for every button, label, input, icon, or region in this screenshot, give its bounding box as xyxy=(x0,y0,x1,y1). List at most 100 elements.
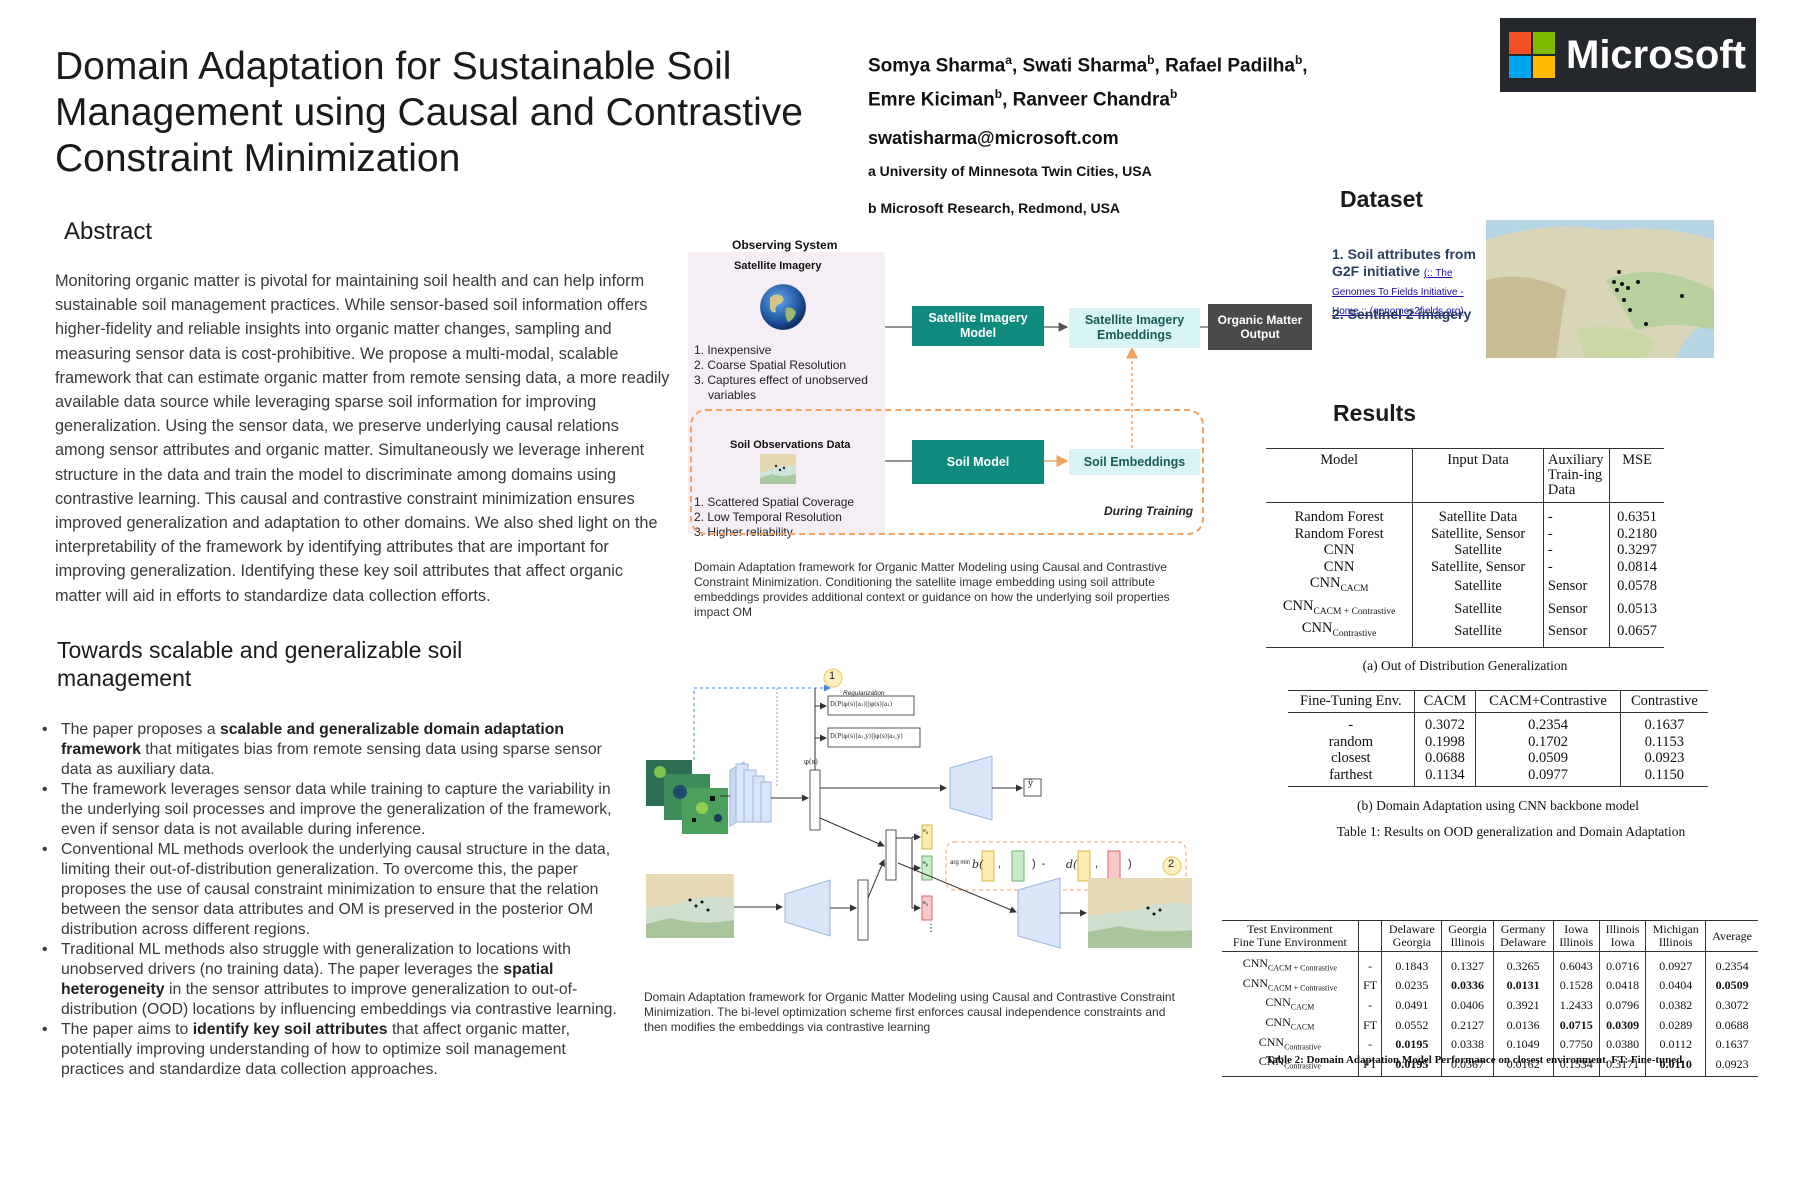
table1-caption: Table 1: Results on OOD generalization a… xyxy=(1336,824,1686,839)
cell-input: Satellite Data xyxy=(1412,502,1544,526)
during-training-region xyxy=(690,409,1204,535)
distance-b-label: b( xyxy=(972,858,984,871)
table-cell: 0.0110 xyxy=(1645,1054,1706,1077)
bullet-emphasis: spatial heterogeneity xyxy=(61,961,554,998)
bilevel-optimization-figure: 1 2 Regularization D(P(φ(s)|a₁)||φ(s)|a₁… xyxy=(640,668,1200,968)
table-cell: 0.0162 xyxy=(1492,1054,1554,1077)
om-prediction-box xyxy=(1023,778,1042,797)
logo-square-yellow xyxy=(1533,56,1555,78)
table-cell: 0.0367 xyxy=(1441,1054,1494,1077)
cell-aux: Sensor xyxy=(1542,575,1610,598)
phi-s-label: φ(s) xyxy=(804,758,818,766)
cell-ft: - xyxy=(1357,1034,1382,1055)
soil-observations-label: Soil Observations Data xyxy=(730,439,851,451)
step-1-badge xyxy=(823,668,843,688)
g2f-link[interactable]: (:: The Genomes To Fields Initiative - H… xyxy=(1332,268,1464,317)
satellite-encoder-blocks xyxy=(729,761,772,827)
table-cell: 0.0688 xyxy=(1705,1015,1758,1035)
contact-email[interactable]: swatisharma@microsoft.com xyxy=(868,128,1119,148)
observing-system-title: Observing System xyxy=(732,238,838,252)
microsoft-logo-grid-icon xyxy=(1509,32,1555,78)
embedding-negative-icon xyxy=(921,895,933,921)
table2-col-finetune: Delaware xyxy=(1500,935,1547,949)
table-cell: 0.0406 xyxy=(1441,995,1494,1016)
satellite-imagery-embeddings-box: Satellite Imagery Embeddings xyxy=(1069,308,1200,348)
table2-header-test: Test Environment xyxy=(1247,922,1333,936)
cell-mse: 0.0814 xyxy=(1609,558,1664,576)
table1b-header-env: Fine-Tuning Env. xyxy=(1300,693,1402,709)
table-cell: 0.0380 xyxy=(1598,1034,1646,1055)
cell-input: Satellite, Sensor xyxy=(1412,525,1544,543)
minus-sign: ) - xyxy=(1032,858,1052,870)
abstract-text: Monitoring organic matter is pivotal for… xyxy=(55,272,670,605)
satellite-image-stack xyxy=(646,760,728,834)
table-cell: 0.1150 xyxy=(1619,766,1708,787)
table-cell: 0.0509 xyxy=(1705,975,1758,996)
author-name: Swati Sharma xyxy=(1022,55,1148,77)
author-affiliation-mark: a xyxy=(1005,53,1012,67)
cell-model: Random Forest xyxy=(1294,525,1384,542)
logo-square-blue xyxy=(1509,56,1531,78)
ellipsis: ⋮ xyxy=(926,923,936,934)
table2-col-test: Illinois xyxy=(1605,922,1640,936)
table-cell: 0.0195 xyxy=(1381,1054,1442,1077)
step-2-number: 2 xyxy=(1168,858,1175,870)
table1a-caption: (a) Out of Distribution Generalization xyxy=(1362,658,1568,673)
soil-embedding-column xyxy=(857,879,869,941)
regularization-label: Regularization xyxy=(843,690,885,697)
table1b-header-cacm: CACM xyxy=(1413,690,1476,713)
table-cell: 0.0289 xyxy=(1645,1015,1706,1035)
table2-col-test: Michigan xyxy=(1652,922,1699,936)
table-cell: 0.0309 xyxy=(1598,1015,1646,1035)
abstract-heading: Abstract xyxy=(64,218,153,245)
bilevel-optimization-diagram xyxy=(646,668,1192,949)
table-cell: 0.2354 xyxy=(1705,951,1758,976)
close-paren: ) xyxy=(1128,858,1132,870)
table-cell: 0.1327 xyxy=(1441,951,1494,976)
bullet-emphasis: scalable and generalizable domain adapta… xyxy=(61,721,565,758)
table1a-ood-generalization: Model Input Data Auxiliary Train-ing Dat… xyxy=(1266,448,1664,648)
soil-encoder-trapezoid xyxy=(784,879,831,937)
table-cell: 0.1637 xyxy=(1705,1034,1758,1055)
table-cell: 0.1637 xyxy=(1619,712,1708,734)
table1a-header-mse: MSE xyxy=(1609,448,1664,503)
dataset-item-1: 1. Soil attributes from G2F initiative (… xyxy=(1332,246,1482,320)
cell-aux: Sensor xyxy=(1542,620,1610,648)
table-cell: farthest xyxy=(1329,766,1373,783)
figure2-caption: Domain Adaptation framework for Organic … xyxy=(644,990,1175,1034)
causal-constraint-eq-2: D(P(φ(s)|a₁,y)||φ(s)|a₁,y) xyxy=(830,733,903,740)
cell-aux: - xyxy=(1542,525,1610,543)
table-cell: 0.0131 xyxy=(1492,975,1554,996)
author-name: Emre Kiciman xyxy=(868,89,995,111)
table2-col-finetune: Illinois xyxy=(1658,935,1693,949)
property-item: 3. Higher reliability xyxy=(694,525,793,539)
table-cell: 0.2127 xyxy=(1441,1015,1494,1035)
cell-model: CNNCACM + Contrastive xyxy=(1242,956,1338,973)
author-name: Ranveer Chandra xyxy=(1012,89,1170,111)
cell-input: Satellite xyxy=(1412,542,1544,559)
towards-heading: Towards scalable and generalizable soil … xyxy=(57,637,463,691)
author-line-1: Somya Sharmaa, Swati Sharmab, Rafael Pad… xyxy=(868,53,1308,77)
cell-input: Satellite, Sensor xyxy=(1412,558,1544,576)
table-cell: 0.3072 xyxy=(1413,712,1476,734)
om-decoder-top xyxy=(949,755,993,821)
om-decoder-bottom xyxy=(1017,877,1061,949)
table-cell: 0.0923 xyxy=(1705,1054,1758,1077)
dataset-location-map xyxy=(1486,220,1714,358)
author-list: Somya Sharmaa, Swati Sharmab, Rafael Pad… xyxy=(868,46,1328,115)
